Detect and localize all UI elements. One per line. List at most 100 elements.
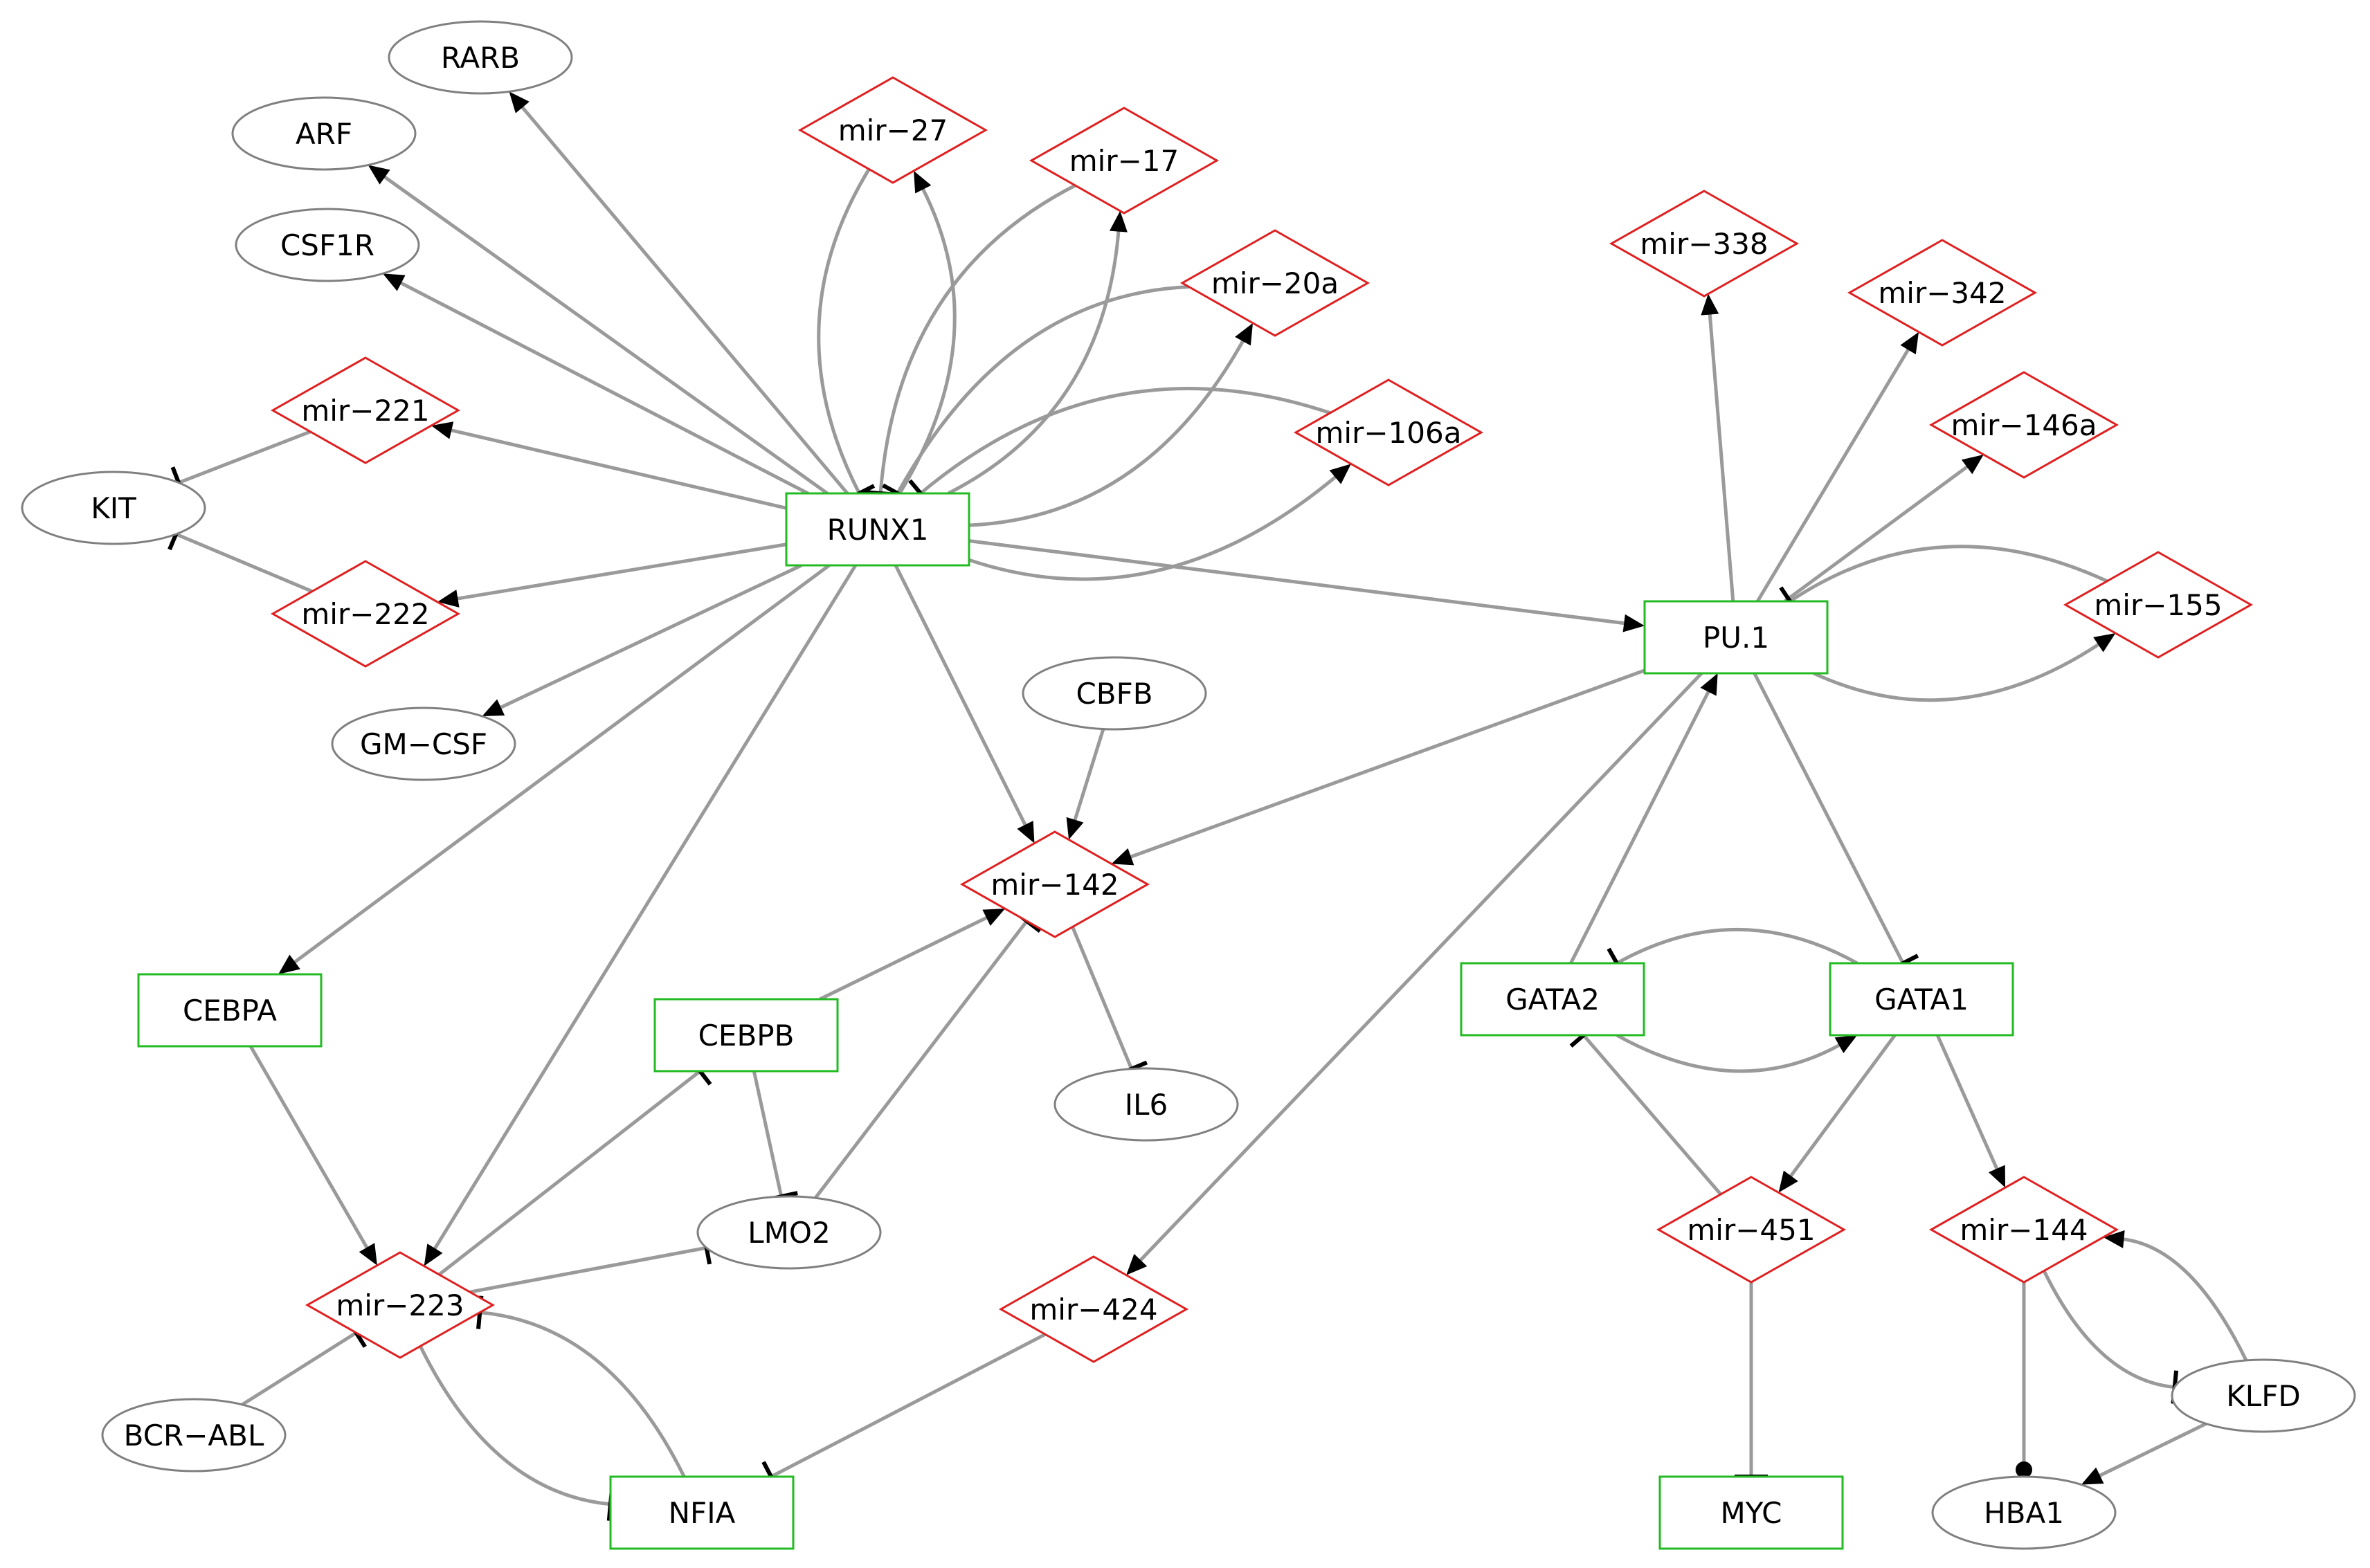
edge-line bbox=[419, 1345, 611, 1506]
node-label: mir−451 bbox=[1687, 1213, 1815, 1247]
mirna-diamond bbox=[1029, 107, 1220, 215]
node-label: mir−155 bbox=[2094, 588, 2222, 622]
edge-mir223-inhibits-LMO2 bbox=[469, 1231, 712, 1294]
edge-line bbox=[437, 1070, 701, 1276]
node-label: mir−106a bbox=[1316, 416, 1462, 450]
arrowhead bbox=[982, 909, 1006, 927]
node-mir424: mir−424 bbox=[998, 1255, 1189, 1363]
node-label: CEBPA bbox=[183, 994, 277, 1028]
edge-line bbox=[519, 104, 849, 495]
gene-ellipse bbox=[235, 208, 420, 282]
edge-line bbox=[1788, 1034, 1897, 1180]
edge-line bbox=[1072, 728, 1105, 823]
edge-line bbox=[175, 532, 314, 593]
node-mir451: mir−451 bbox=[1656, 1176, 1847, 1284]
node-label: IL6 bbox=[1125, 1088, 1168, 1122]
edge-KLFD-activates-mir144 bbox=[2103, 1230, 2248, 1362]
node-label: RARB bbox=[441, 41, 520, 75]
node-label: CBFB bbox=[1076, 677, 1152, 711]
arrowhead bbox=[1778, 1170, 1798, 1193]
node-label: CEBPB bbox=[698, 1019, 795, 1052]
arrowhead bbox=[278, 954, 300, 974]
edge-GATA1-inhibits-GATA2 bbox=[1607, 927, 1858, 979]
mirna-diamond bbox=[270, 356, 461, 464]
mirna-diamond bbox=[1656, 1176, 1847, 1284]
tf-box bbox=[1658, 1475, 1844, 1550]
arrowhead bbox=[482, 699, 505, 717]
edge-line bbox=[397, 280, 809, 495]
arrowhead bbox=[1066, 817, 1084, 840]
node-mir222: mir−222 bbox=[270, 560, 461, 668]
node-gata2: GATA2 bbox=[1460, 962, 1645, 1037]
mirna-diamond bbox=[1847, 239, 2038, 347]
node-runx1: RUNX1 bbox=[785, 492, 970, 567]
edge-CEBPB-inhibits-LMO2 bbox=[752, 1070, 798, 1203]
edge-PU1-inhibits-GATA1 bbox=[1753, 672, 1919, 973]
node-label: ARF bbox=[296, 117, 352, 151]
arrowhead bbox=[2103, 1230, 2125, 1248]
arrowhead bbox=[914, 170, 932, 194]
node-gata1: GATA1 bbox=[1829, 962, 2014, 1037]
node-label: mir−27 bbox=[838, 113, 948, 147]
arrowhead bbox=[1329, 464, 1351, 484]
node-nfia: NFIA bbox=[609, 1475, 795, 1550]
arrowhead bbox=[1235, 322, 1254, 346]
edge-line bbox=[894, 564, 1029, 828]
node-kit: KIT bbox=[21, 471, 206, 545]
edge-line bbox=[1137, 672, 1703, 1264]
node-label: GM−CSF bbox=[360, 727, 487, 761]
tf-box bbox=[137, 973, 323, 1048]
edge-line bbox=[819, 915, 990, 1001]
edge-LMO2-inhibits-mir142 bbox=[814, 909, 1042, 1199]
arrowhead bbox=[437, 590, 460, 608]
node-mir146a: mir−146a bbox=[1928, 371, 2119, 479]
node-rarb: RARB bbox=[388, 20, 573, 95]
tf-box bbox=[1829, 962, 2014, 1037]
node-mir27: mir−27 bbox=[797, 76, 988, 184]
arrowhead bbox=[1701, 293, 1719, 316]
edge-line bbox=[814, 920, 1029, 1199]
node-label: mir−424 bbox=[1029, 1293, 1157, 1327]
edge-line bbox=[432, 564, 858, 1252]
edge-line bbox=[448, 428, 787, 510]
arrowhead bbox=[1961, 454, 1984, 475]
edge-line bbox=[1569, 689, 1712, 965]
edge-line bbox=[241, 1331, 357, 1407]
arrowhead bbox=[1622, 614, 1645, 632]
gene-ellipse bbox=[331, 706, 516, 781]
tf-box bbox=[653, 998, 839, 1073]
node-label: mir−342 bbox=[1878, 276, 2006, 310]
node-mir144: mir−144 bbox=[1928, 1176, 2119, 1284]
node-label: mir−221 bbox=[301, 394, 429, 428]
edge-line bbox=[968, 338, 1246, 527]
node-label: RUNX1 bbox=[827, 513, 929, 547]
edge-line bbox=[1128, 668, 1645, 859]
node-pu1: PU.1 bbox=[1643, 600, 1829, 675]
edge-KLFD-activates-HBA1 bbox=[2081, 1422, 2207, 1485]
edge-RUNX1-activates-ARF bbox=[368, 165, 829, 495]
node-mir338: mir−338 bbox=[1609, 190, 1800, 298]
edge-mir144-binds-HBA1 bbox=[2016, 1282, 2032, 1478]
edge-mir106a-inhibits-RUNX1 bbox=[908, 387, 1331, 508]
arrowhead bbox=[431, 421, 454, 439]
node-hba1: HBA1 bbox=[1931, 1475, 2117, 1550]
edge-line bbox=[919, 387, 1331, 495]
node-myc: MYC bbox=[1658, 1475, 1844, 1550]
edge-line bbox=[2042, 1270, 2175, 1389]
edge-BCRABL-inhibits-mir223 bbox=[241, 1318, 367, 1407]
edge-line bbox=[1616, 927, 1858, 965]
edge-line bbox=[291, 563, 831, 965]
node-label: mir−20a bbox=[1211, 266, 1339, 300]
edge-line bbox=[968, 474, 1339, 581]
node-label: MYC bbox=[1721, 1496, 1782, 1530]
edge-GATA1-activates-mir144 bbox=[1935, 1034, 2006, 1188]
edge-mir222-inhibits-KIT bbox=[168, 518, 314, 593]
arrowhead bbox=[1700, 673, 1718, 696]
mirna-diamond bbox=[959, 830, 1150, 938]
edge-CEBPB-activates-mir142 bbox=[819, 909, 1006, 1001]
edge-line bbox=[878, 183, 1076, 494]
gene-ellipse bbox=[231, 96, 417, 171]
edge-line bbox=[381, 174, 829, 495]
edge-line bbox=[455, 543, 787, 601]
mirna-diamond bbox=[998, 1255, 1189, 1363]
